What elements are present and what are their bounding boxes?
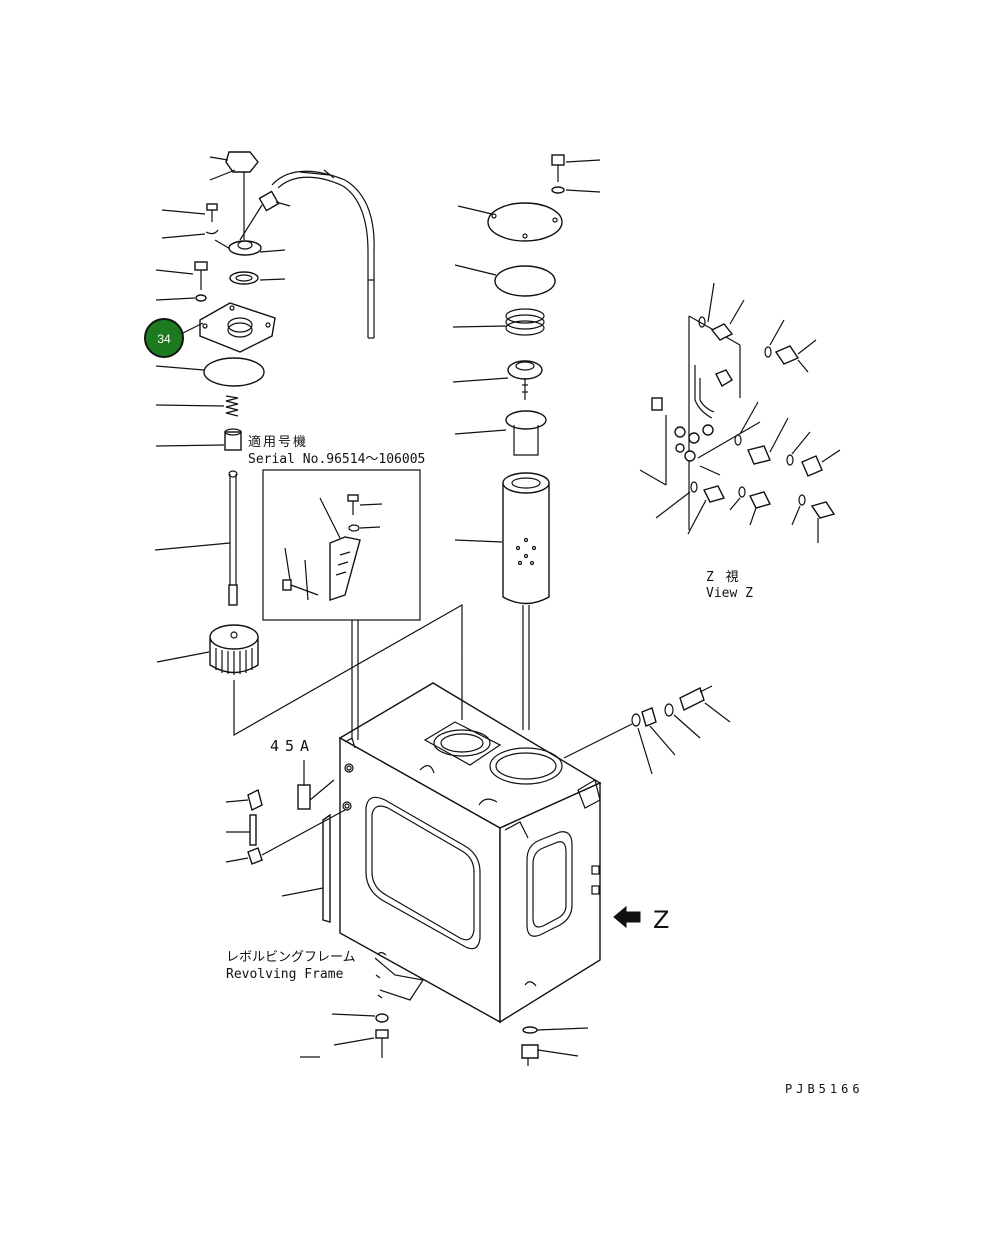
- filter-cover: [457, 202, 563, 242]
- serial-inset: [262, 469, 421, 621]
- sticker-45a: [297, 760, 335, 810]
- breather-hose: [271, 169, 375, 339]
- callout-badge: 34: [144, 318, 184, 358]
- revolving-frame-label-jp: レボルビングフレーム: [226, 950, 356, 965]
- cap-adapter: [228, 240, 286, 285]
- spring-left: [155, 395, 239, 417]
- revolving-frame-label-en: Revolving Frame: [226, 967, 344, 982]
- hydraulic-tank: [322, 682, 602, 1024]
- center-bolt: [551, 154, 601, 194]
- bolt-small: [161, 203, 233, 251]
- dipstick: [154, 470, 238, 606]
- filter-o-ring: [454, 264, 556, 297]
- leader-lines: [233, 603, 633, 759]
- filter-element: [454, 472, 550, 730]
- serial-label-jp: 適用号機: [248, 434, 308, 450]
- mount-bolt: [300, 1013, 389, 1058]
- valve-body-left: [155, 428, 242, 451]
- callout-number: 34: [157, 332, 171, 346]
- cover-plate: [182, 302, 276, 353]
- view-z-label-jp: Z 視: [706, 570, 741, 585]
- drawing-id: PJB5166: [785, 1082, 864, 1096]
- ref-45a: 45A: [270, 737, 315, 755]
- bolt-upper-left: [155, 261, 208, 302]
- hose-fitting: [239, 190, 291, 241]
- strainer-cup: [454, 410, 547, 456]
- view-z-detail: [639, 282, 841, 543]
- serial-label-en: Serial No.96514～106005: [248, 452, 425, 467]
- drain-hose-fittings: [225, 788, 346, 897]
- arrow-left-icon: [613, 905, 641, 929]
- bypass-valve: [452, 360, 543, 400]
- filler-cap: [156, 624, 259, 675]
- tank-port-fittings: [631, 685, 731, 775]
- z-arrow-label: Z: [653, 906, 669, 934]
- filter-spring: [452, 308, 545, 336]
- drain-plug: [521, 1026, 589, 1066]
- o-ring-left: [155, 357, 265, 387]
- revolving-frame-fragment: [374, 951, 424, 1001]
- breather-cap-part: [209, 151, 259, 240]
- view-z-label-en: View Z: [706, 586, 753, 601]
